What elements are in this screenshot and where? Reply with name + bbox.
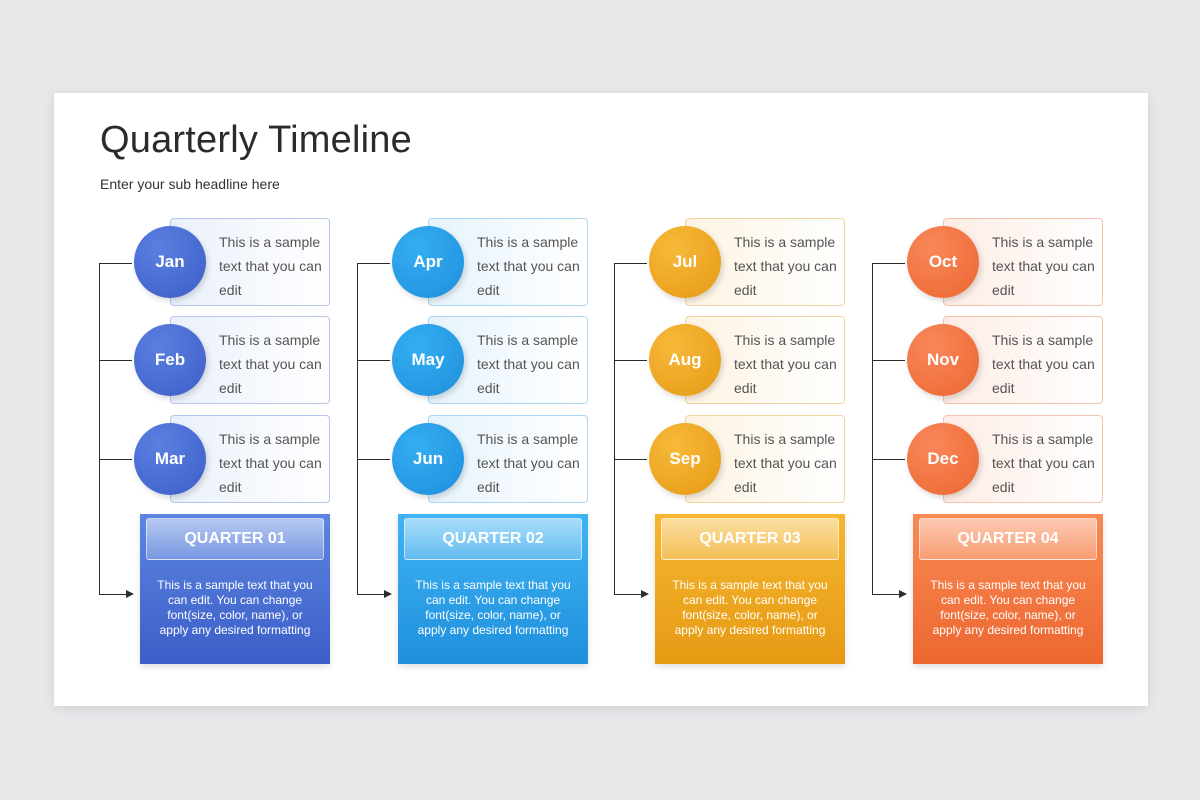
month-description[interactable]: This is a sample text that you can edit	[734, 332, 837, 396]
month-circle-dec: Dec	[907, 423, 979, 495]
month-description[interactable]: This is a sample text that you can edit	[219, 332, 322, 396]
quarter-description[interactable]: This is a sample text that you can edit.…	[157, 578, 313, 637]
quarter-box: QUARTER 04 This is a sample text that you…	[913, 514, 1103, 664]
quarter-description[interactable]: This is a sample text that you can edit.…	[672, 578, 828, 637]
timeline-connector	[357, 263, 390, 595]
month-description[interactable]: This is a sample text that you can edit	[734, 234, 837, 298]
month-circle-apr: Apr	[392, 226, 464, 298]
month-circle-jan: Jan	[134, 226, 206, 298]
month-circle-mar: Mar	[134, 423, 206, 495]
month-description[interactable]: This is a sample text that you can edit	[734, 431, 837, 495]
quarter-box: QUARTER 02 This is a sample text that you…	[398, 514, 588, 664]
arrow-icon	[126, 590, 134, 598]
month-card: This is a sample text that you can edit	[943, 415, 1103, 503]
slide-title: Quarterly Timeline	[100, 119, 412, 161]
connector-arm	[872, 263, 905, 264]
month-description[interactable]: This is a sample text that you can edit	[992, 332, 1095, 396]
connector-arm	[99, 594, 127, 595]
connector-arm	[357, 360, 390, 361]
month-circle-aug: Aug	[649, 324, 721, 396]
quarter-box: QUARTER 03 This is a sample text that you…	[655, 514, 845, 664]
connector-arm	[614, 360, 647, 361]
connector-arm	[357, 594, 385, 595]
quarter-description[interactable]: This is a sample text that you can edit.…	[930, 578, 1086, 637]
month-description[interactable]: This is a sample text that you can edit	[219, 431, 322, 495]
month-description[interactable]: This is a sample text that you can edit	[992, 431, 1095, 495]
connector-arm	[357, 263, 390, 264]
timeline-connector	[872, 263, 905, 595]
month-card: This is a sample text that you can edit	[170, 415, 330, 503]
slide-subtitle: Enter your sub headline here	[100, 176, 280, 192]
connector-arm	[872, 459, 905, 460]
connector-arm	[872, 594, 900, 595]
connector-arm	[614, 263, 647, 264]
connector-arm	[614, 594, 642, 595]
month-description[interactable]: This is a sample text that you can edit	[477, 234, 580, 298]
month-circle-feb: Feb	[134, 324, 206, 396]
arrow-icon	[899, 590, 907, 598]
timeline-connector	[99, 263, 132, 595]
month-description[interactable]: This is a sample text that you can edit	[219, 234, 322, 298]
month-circle-nov: Nov	[907, 324, 979, 396]
connector-arm	[357, 459, 390, 460]
quarter-header[interactable]: QUARTER 04	[919, 518, 1097, 560]
quarter-box: QUARTER 01 This is a sample text that you…	[140, 514, 330, 664]
connector-arm	[614, 459, 647, 460]
month-circle-may: May	[392, 324, 464, 396]
month-description[interactable]: This is a sample text that you can edit	[477, 431, 580, 495]
month-circle-oct: Oct	[907, 226, 979, 298]
month-description[interactable]: This is a sample text that you can edit	[992, 234, 1095, 298]
quarter-header[interactable]: QUARTER 03	[661, 518, 839, 560]
month-card: This is a sample text that you can edit	[428, 316, 588, 404]
arrow-icon	[384, 590, 392, 598]
connector-arm	[872, 360, 905, 361]
connector-arm	[99, 360, 132, 361]
month-description[interactable]: This is a sample text that you can edit	[477, 332, 580, 396]
connector-arm	[99, 459, 132, 460]
arrow-icon	[641, 590, 649, 598]
slide: Quarterly Timeline Enter your sub headli…	[54, 93, 1148, 706]
month-circle-jul: Jul	[649, 226, 721, 298]
month-circle-jun: Jun	[392, 423, 464, 495]
timeline-connector	[614, 263, 647, 595]
connector-arm	[99, 263, 132, 264]
quarter-description[interactable]: This is a sample text that you can edit.…	[415, 578, 571, 637]
quarter-header[interactable]: QUARTER 02	[404, 518, 582, 560]
month-circle-sep: Sep	[649, 423, 721, 495]
month-card: This is a sample text that you can edit	[685, 316, 845, 404]
quarter-header[interactable]: QUARTER 01	[146, 518, 324, 560]
